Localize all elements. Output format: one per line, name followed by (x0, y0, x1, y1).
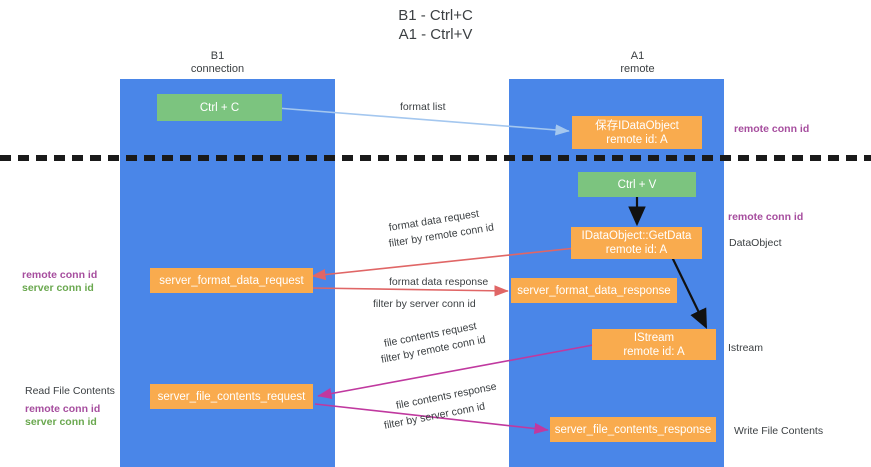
filter-prefix: filter by (388, 232, 427, 250)
annotation-right-remote-conn-id-mid: remote conn id (728, 211, 804, 223)
column-header-left: B1 connection (190, 50, 245, 75)
annotation-right-write-file-contents: Write File Contents (734, 425, 824, 437)
filter-prefix: filter by (383, 412, 422, 432)
page-title: B1 - Ctrl+C A1 - Ctrl+V (398, 7, 473, 43)
box-ctrl-c[interactable]: Ctrl + C (157, 94, 282, 121)
box-istream[interactable]: IStream remote id: A (592, 329, 716, 360)
box-server-format-data-response[interactable]: server_format_data_response (511, 278, 677, 303)
annotation-left-remote-conn-id-bottom: remote conn id (25, 403, 101, 415)
box-ctrl-v[interactable]: Ctrl + V (578, 172, 696, 197)
annotation-right-dataobject: DataObject (729, 237, 782, 249)
filter-prefix: filter by (373, 298, 410, 310)
filter-key-server-conn-id: server conn id (409, 298, 476, 310)
box-server-format-data-request[interactable]: server_format_data_request (150, 268, 313, 293)
phase-divider (0, 155, 871, 161)
annotation-right-istream: Istream (728, 342, 764, 354)
annotation-left-read-file-contents: Read File Contents (25, 385, 115, 397)
annotation-left-remote-conn-id-mid: remote conn id (22, 269, 98, 281)
column-header-right: A1 remote (620, 50, 655, 75)
label-format-data-response: format data response (389, 276, 489, 288)
box-server-file-contents-response[interactable]: server_file_contents_response (550, 417, 716, 442)
box-idataobject-getdata[interactable]: IDataObject::GetData remote id: A (571, 227, 702, 259)
box-server-file-contents-request[interactable]: server_file_contents_request (150, 384, 313, 409)
label-format-data-response-filter: filter by server conn id (373, 298, 476, 311)
label-format-list: format list (400, 101, 446, 113)
annotation-left-server-conn-id-bottom: server conn id (25, 416, 97, 428)
annotation-left-server-conn-id-mid: server conn id (22, 282, 94, 294)
annotation-right-remote-conn-id-top: remote conn id (734, 123, 810, 135)
box-save-idataobject[interactable]: 保存IDataObject remote id: A (572, 116, 702, 149)
